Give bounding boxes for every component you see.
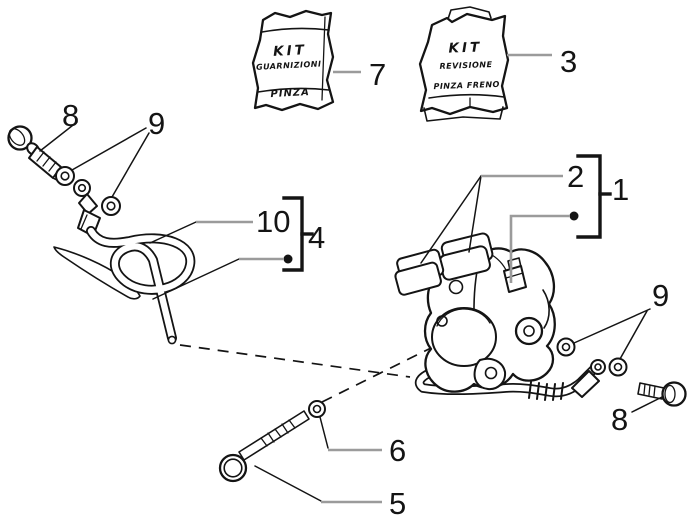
callout-8-right-label: 8 [611, 402, 628, 437]
callout-8-left-label: 8 [62, 98, 79, 133]
callout-1-label: 1 [612, 172, 629, 207]
gasket-kit-text-line3: PINZA [270, 87, 310, 100]
callout-9-left-label: 9 [148, 106, 165, 141]
callout-9-left: 9 [71, 106, 165, 198]
mounting-bolt [218, 410, 310, 483]
callout-4-bracket: 4 [152, 196, 325, 300]
callout-8-left: 8 [39, 98, 79, 152]
callout-1-bracket: 1 [509, 154, 629, 283]
brake-hose-assembly [53, 179, 196, 345]
callout-3-label: 3 [560, 44, 577, 79]
callout-2-label: 2 [567, 159, 584, 194]
brake-pad-right [438, 232, 494, 281]
callout-10: 10 [149, 204, 290, 244]
callout-5: 5 [254, 465, 406, 521]
callout-7: 7 [333, 57, 386, 92]
callout-10-label: 10 [256, 204, 290, 239]
callout-5-label: 5 [389, 486, 406, 521]
overhaul-kit-text-line2: REVISIONE [439, 60, 492, 71]
callout-2: 2 [420, 159, 584, 264]
brake-pad-left [394, 248, 445, 296]
callout-8-right: 8 [611, 396, 663, 437]
gasket-kit-text-line1: KIT [273, 42, 307, 60]
washers-left [55, 166, 121, 216]
assembly-axis-lines [179, 339, 448, 403]
callout-6: 6 [319, 416, 406, 468]
overhaul-kit-text-line1: KIT [448, 39, 482, 56]
callout-1-bullet [569, 211, 579, 221]
banjo-bolt-right [637, 381, 687, 407]
callout-6-label: 6 [389, 433, 406, 468]
overhaul-kit-package: KIT REVISIONE PINZA FRENO [418, 6, 510, 122]
gasket-kit-text-line2: GUARNIZIONI [256, 59, 322, 71]
caliper-hose-right [414, 359, 606, 401]
callout-7-label: 7 [369, 57, 386, 92]
overhaul-kit-text-line3: PINZA FRENO [433, 80, 500, 91]
washers-right [556, 337, 628, 377]
callout-9-right-label: 9 [652, 278, 669, 313]
callout-4-bullet [283, 254, 293, 264]
callout-9-right: 9 [573, 278, 669, 360]
callout-4-label: 4 [308, 220, 325, 255]
bolt-nut [308, 400, 326, 418]
callout-3: 3 [507, 44, 577, 79]
gasket-kit-package: KIT GUARNIZIONI PINZA [251, 9, 335, 112]
